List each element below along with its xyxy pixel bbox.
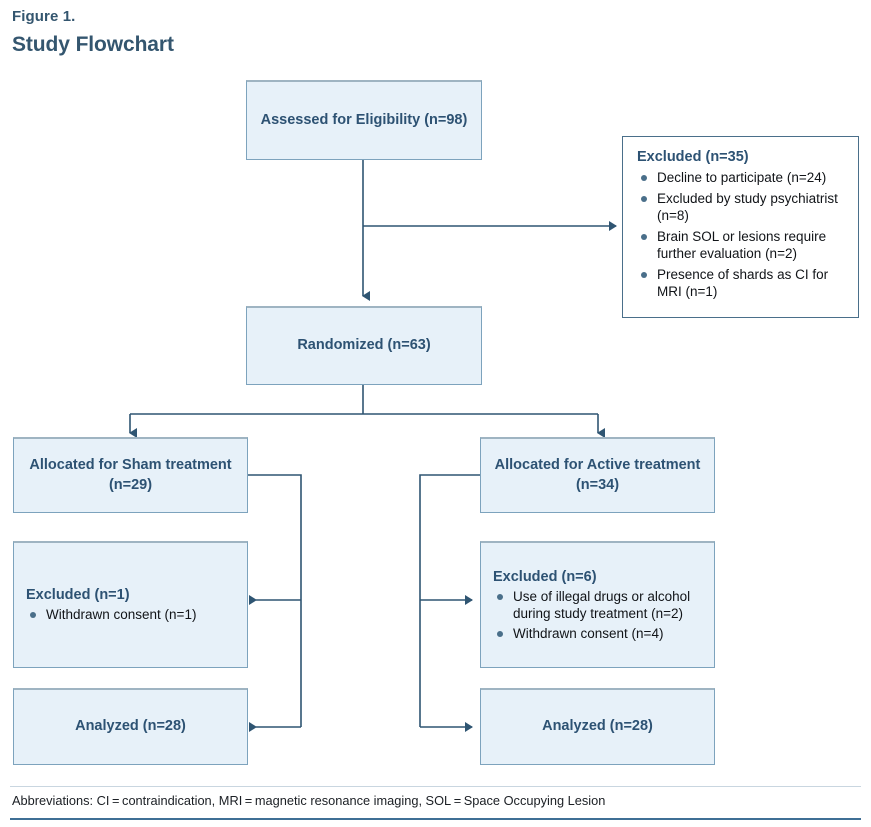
- node-assessed-title: Assessed for Eligibility (n=98): [260, 111, 468, 128]
- node-analyzed-sham-title: Analyzed (n=28): [75, 718, 186, 735]
- excluded-screening-list: Decline to participate (n=24) Excluded b…: [637, 169, 844, 300]
- node-allocated-active: Allocated for Active treatment (n=34): [480, 437, 715, 513]
- excluded-active-block: Excluded (n=6) Use of illegal drugs or a…: [481, 569, 714, 642]
- node-assessed-for-eligibility: Assessed for Eligibility (n=98): [246, 80, 482, 160]
- node-randomized-title: Randomized (n=63): [297, 337, 431, 354]
- node-randomized: Randomized (n=63): [246, 306, 482, 385]
- node-analyzed-active: Analyzed (n=28): [480, 688, 715, 765]
- node-allocated-active-title: Allocated for Active treatment (n=34): [494, 456, 701, 493]
- node-analyzed-sham: Analyzed (n=28): [13, 688, 248, 765]
- node-analyzed-active-title: Analyzed (n=28): [542, 718, 653, 735]
- list-item: Use of illegal drugs or alcohol during s…: [493, 588, 702, 622]
- node-excluded-screening: Excluded (n=35) Decline to participate (…: [622, 136, 859, 318]
- list-item: Withdrawn consent (n=1): [26, 606, 235, 623]
- list-item: Withdrawn consent (n=4): [493, 625, 702, 642]
- list-item: Presence of shards as CI for MRI (n=1): [637, 266, 844, 300]
- excluded-sham-block: Excluded (n=1) Withdrawn consent (n=1): [14, 587, 247, 623]
- footnote-bottom-rule: [10, 818, 861, 820]
- excluded-active-list: Use of illegal drugs or alcohol during s…: [493, 588, 702, 642]
- footnote-top-divider: [10, 786, 861, 787]
- node-allocated-sham: Allocated for Sham treatment (n=29): [13, 437, 248, 513]
- list-item: Brain SOL or lesions require further eva…: [637, 228, 844, 262]
- edge-active-trunk: [419, 474, 480, 727]
- excluded-sham-list: Withdrawn consent (n=1): [26, 606, 235, 623]
- figure-title: Study Flowchart: [12, 33, 174, 56]
- node-excluded-active-title: Excluded (n=6): [493, 568, 597, 585]
- node-excluded-sham: Excluded (n=1) Withdrawn consent (n=1): [13, 541, 248, 668]
- node-excluded-active: Excluded (n=6) Use of illegal drugs or a…: [480, 541, 715, 668]
- list-item: Decline to participate (n=24): [637, 169, 844, 186]
- abbreviations-footnote: Abbreviations: CI = contraindication, MR…: [12, 793, 606, 808]
- figure-label: Figure 1.: [12, 8, 76, 25]
- node-allocated-sham-title: Allocated for Sham treatment (n=29): [29, 456, 232, 493]
- list-item: Excluded by study psychiatrist (n=8): [637, 190, 844, 224]
- edge-sham-trunk: [248, 474, 302, 727]
- node-excluded-sham-title: Excluded (n=1): [26, 587, 130, 603]
- node-excluded-screening-title: Excluded (n=35): [637, 149, 749, 165]
